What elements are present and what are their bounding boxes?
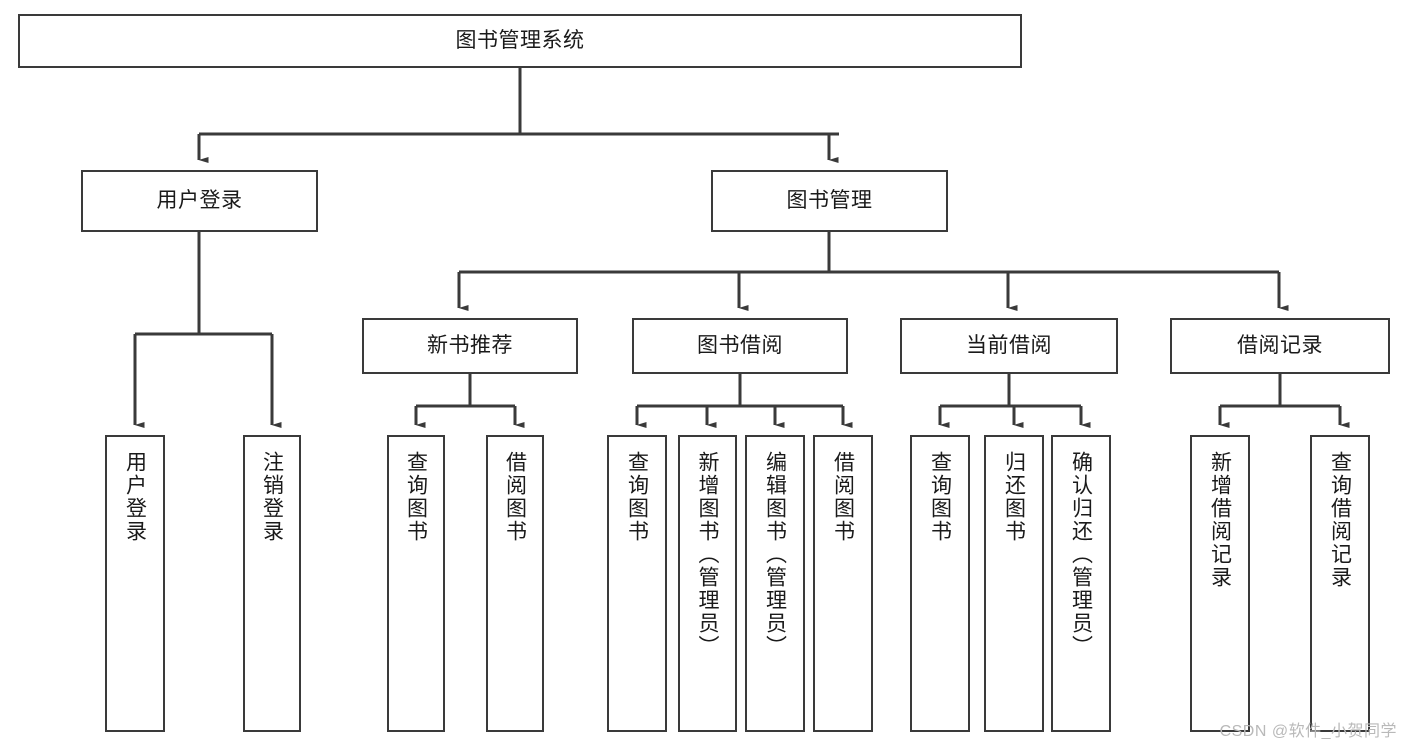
node-root[interactable]: 图书管理系统: [18, 14, 1022, 68]
node-book-management-label: 图书管理: [786, 188, 873, 212]
node-new-book-recommend-label: 新书推荐: [427, 333, 513, 357]
leaf-query-book-recommend[interactable]: 查询图书: [387, 435, 445, 732]
leaf-logout-label: 注销登录: [260, 451, 284, 543]
leaf-edit-book-admin[interactable]: 编辑图书（管理员）: [745, 435, 805, 732]
node-new-book-recommend[interactable]: 新书推荐: [362, 318, 578, 374]
node-book-borrow-label: 图书借阅: [697, 333, 783, 357]
node-current-borrow-label: 当前借阅: [966, 333, 1052, 357]
leaf-query-book-recommend-label: 查询图书: [404, 451, 428, 543]
leaf-query-book-borrow[interactable]: 查询图书: [607, 435, 667, 732]
leaf-user-login[interactable]: 用户登录: [105, 435, 165, 732]
leaf-confirm-return-admin-label: 确认归还（管理员）: [1069, 451, 1093, 658]
leaf-query-book-current[interactable]: 查询图书: [910, 435, 970, 732]
leaf-borrow-book-label: 借阅图书: [831, 451, 855, 543]
leaf-borrow-book[interactable]: 借阅图书: [813, 435, 873, 732]
node-user-login[interactable]: 用户登录: [81, 170, 318, 232]
node-root-label: 图书管理系统: [455, 28, 585, 52]
leaf-borrow-book-recommend-label: 借阅图书: [503, 451, 527, 543]
leaf-add-book-admin[interactable]: 新增图书（管理员）: [678, 435, 737, 732]
leaf-query-book-current-label: 查询图书: [928, 451, 952, 543]
leaf-return-book-label: 归还图书: [1002, 451, 1026, 543]
leaf-return-book[interactable]: 归还图书: [984, 435, 1044, 732]
leaf-add-borrow-record-label: 新增借阅记录: [1208, 451, 1232, 589]
leaf-logout[interactable]: 注销登录: [243, 435, 301, 732]
node-borrow-record[interactable]: 借阅记录: [1170, 318, 1390, 374]
node-book-borrow[interactable]: 图书借阅: [632, 318, 848, 374]
leaf-user-login-label: 用户登录: [123, 451, 147, 543]
leaf-borrow-book-recommend[interactable]: 借阅图书: [486, 435, 544, 732]
node-current-borrow[interactable]: 当前借阅: [900, 318, 1118, 374]
node-book-management[interactable]: 图书管理: [711, 170, 948, 232]
node-user-login-label: 用户登录: [156, 188, 243, 212]
leaf-add-borrow-record[interactable]: 新增借阅记录: [1190, 435, 1250, 732]
leaf-confirm-return-admin[interactable]: 确认归还（管理员）: [1051, 435, 1111, 732]
leaf-query-book-borrow-label: 查询图书: [625, 451, 649, 543]
leaf-query-borrow-record-label: 查询借阅记录: [1328, 451, 1352, 589]
leaf-add-book-admin-label: 新增图书（管理员）: [696, 451, 719, 658]
node-borrow-record-label: 借阅记录: [1237, 333, 1323, 357]
leaf-query-borrow-record[interactable]: 查询借阅记录: [1310, 435, 1370, 732]
leaf-edit-book-admin-label: 编辑图书（管理员）: [763, 451, 787, 658]
